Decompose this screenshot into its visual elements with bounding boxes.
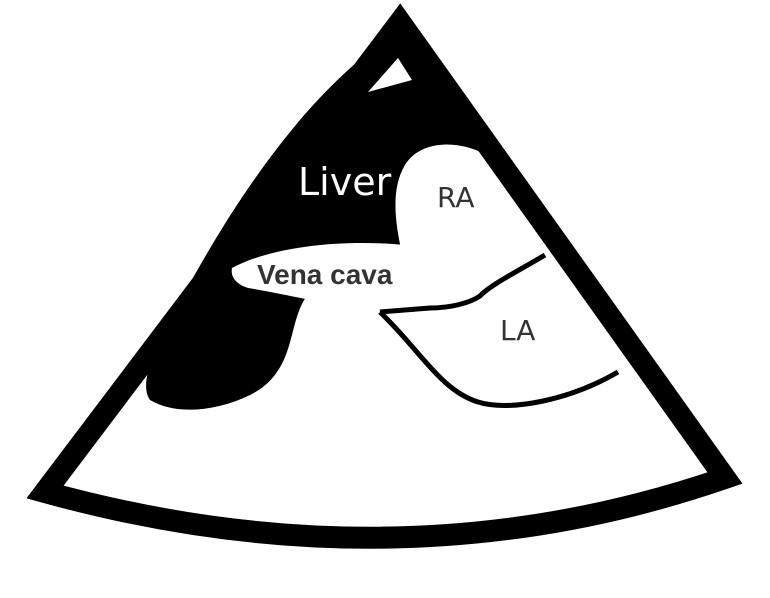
la-label: LA xyxy=(500,314,535,347)
liver-label: Liver xyxy=(298,160,392,204)
liver-region xyxy=(146,30,492,410)
ra-label: RA xyxy=(437,181,474,214)
apex-notch xyxy=(368,58,412,92)
vena-cava-region xyxy=(231,242,480,312)
la-lower-boundary xyxy=(378,310,620,408)
vena-cava-label: Vena cava xyxy=(257,259,393,290)
ra-la-boundary xyxy=(379,252,547,315)
